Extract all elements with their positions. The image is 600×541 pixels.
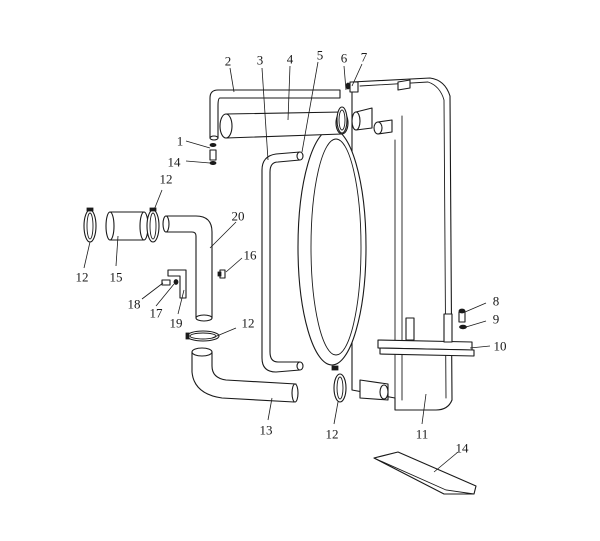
hose-clamp-left xyxy=(83,207,97,243)
callout-9: 9 xyxy=(493,312,500,327)
callout-2: 2 xyxy=(225,54,232,69)
callout-1: 1 xyxy=(177,134,184,149)
callout-12-bottom: 12 xyxy=(326,427,339,442)
callout-14-upper: 14 xyxy=(168,155,182,170)
callout-4: 4 xyxy=(287,52,294,67)
callout-15: 15 xyxy=(110,270,123,285)
fan-shroud-ring xyxy=(297,128,367,366)
bracket-bolt xyxy=(458,308,466,323)
upper-hose xyxy=(219,111,349,139)
callout-11: 11 xyxy=(416,427,429,442)
upper-fitting xyxy=(345,81,359,93)
callout-13: 13 xyxy=(260,423,273,438)
lower-hose xyxy=(191,347,299,403)
small-bolt xyxy=(209,142,217,165)
hose-clamp-lower xyxy=(185,330,220,342)
drain-plug xyxy=(217,269,226,279)
callout-16: 16 xyxy=(244,248,258,263)
short-hose xyxy=(105,211,149,241)
callout-14-lower: 14 xyxy=(456,441,470,456)
callout-12-lower: 12 xyxy=(242,316,255,331)
upper-pipe xyxy=(209,89,341,141)
callout-3: 3 xyxy=(257,53,264,68)
callout-5: 5 xyxy=(317,48,324,63)
callout-10: 10 xyxy=(494,339,507,354)
callout-19: 19 xyxy=(170,316,183,331)
radiator-core xyxy=(351,77,453,411)
leader-lines xyxy=(83,61,491,473)
callout-7: 7 xyxy=(361,50,368,65)
callout-17: 17 xyxy=(150,306,164,321)
callout-8: 8 xyxy=(493,294,500,309)
hose-clamp-bottom xyxy=(331,365,347,403)
callout-6: 6 xyxy=(341,51,348,66)
elbow-pipe xyxy=(162,215,213,322)
callout-18: 18 xyxy=(128,297,141,312)
angle-fitting xyxy=(161,269,187,299)
hose-clamp-mid xyxy=(146,207,160,243)
callout-20: 20 xyxy=(232,209,245,224)
callout-labels: 1 2 3 4 5 6 7 8 9 10 11 12 12 12 12 13 1… xyxy=(76,48,507,456)
bracket-washer xyxy=(459,324,467,330)
flat-plate xyxy=(373,451,477,495)
upper-clamp xyxy=(336,106,348,134)
callout-12-left: 12 xyxy=(76,270,89,285)
mounting-bracket xyxy=(377,313,475,357)
bypass-pipe xyxy=(261,151,304,373)
callout-12-upper: 12 xyxy=(160,172,173,187)
